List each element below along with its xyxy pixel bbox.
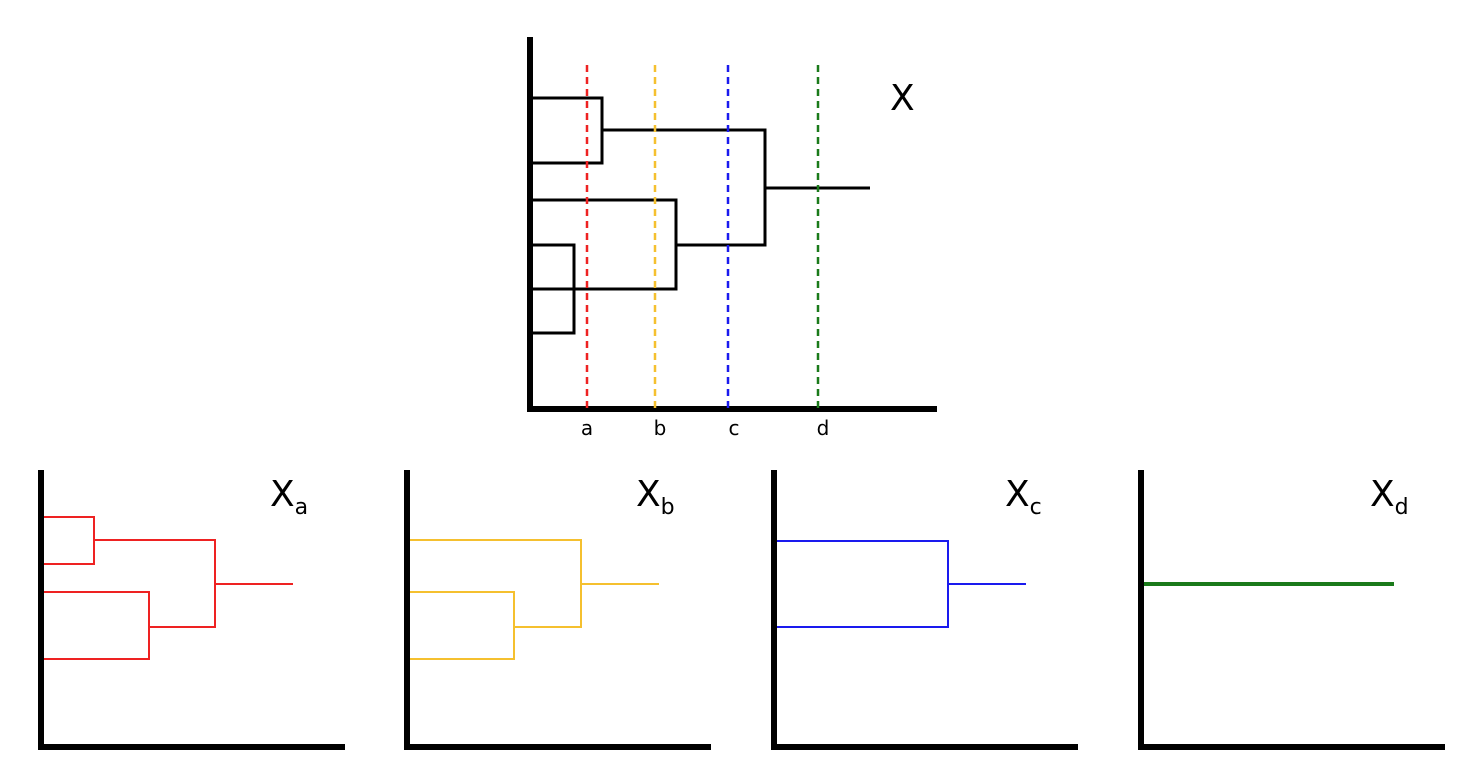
main-branch-leaves-1-2 xyxy=(533,96,604,165)
panel-c-branch-merge xyxy=(777,540,949,628)
panel-c-title: Xc xyxy=(1005,474,1042,520)
panel-a-title: Xa xyxy=(270,474,308,520)
panel-b-branch-merge xyxy=(410,539,582,628)
cut-lines xyxy=(585,65,820,408)
main-title: X xyxy=(890,78,915,119)
main-branch-top-merge xyxy=(602,128,767,247)
panel-a-branch-3-4 xyxy=(44,591,150,660)
panel-c-tree xyxy=(777,540,1026,628)
panel-b-title: Xb xyxy=(636,474,675,520)
cut-labels: a b c d xyxy=(581,416,829,440)
panel-d: Xd xyxy=(1138,470,1445,750)
cut-label-b: b xyxy=(654,416,667,440)
panel-d-title: Xd xyxy=(1370,474,1409,520)
main-dendrogram: a b c d X xyxy=(527,37,937,440)
panel-c: Xc xyxy=(771,470,1078,750)
panel-a-branch-merge xyxy=(94,539,216,628)
main-branch-leaves-4-5-6 xyxy=(533,243,576,335)
cut-label-c: c xyxy=(729,416,740,440)
panel-b: Xb xyxy=(404,470,711,750)
panel-a: Xa xyxy=(38,470,345,750)
panel-b-tree xyxy=(410,539,659,660)
panel-a-branch-1-2 xyxy=(44,516,95,565)
panel-b-branch-2-3 xyxy=(410,591,515,660)
main-tree xyxy=(533,96,870,335)
cut-label-d: d xyxy=(817,416,830,440)
panel-a-tree xyxy=(44,516,293,660)
cut-label-a: a xyxy=(581,416,593,440)
